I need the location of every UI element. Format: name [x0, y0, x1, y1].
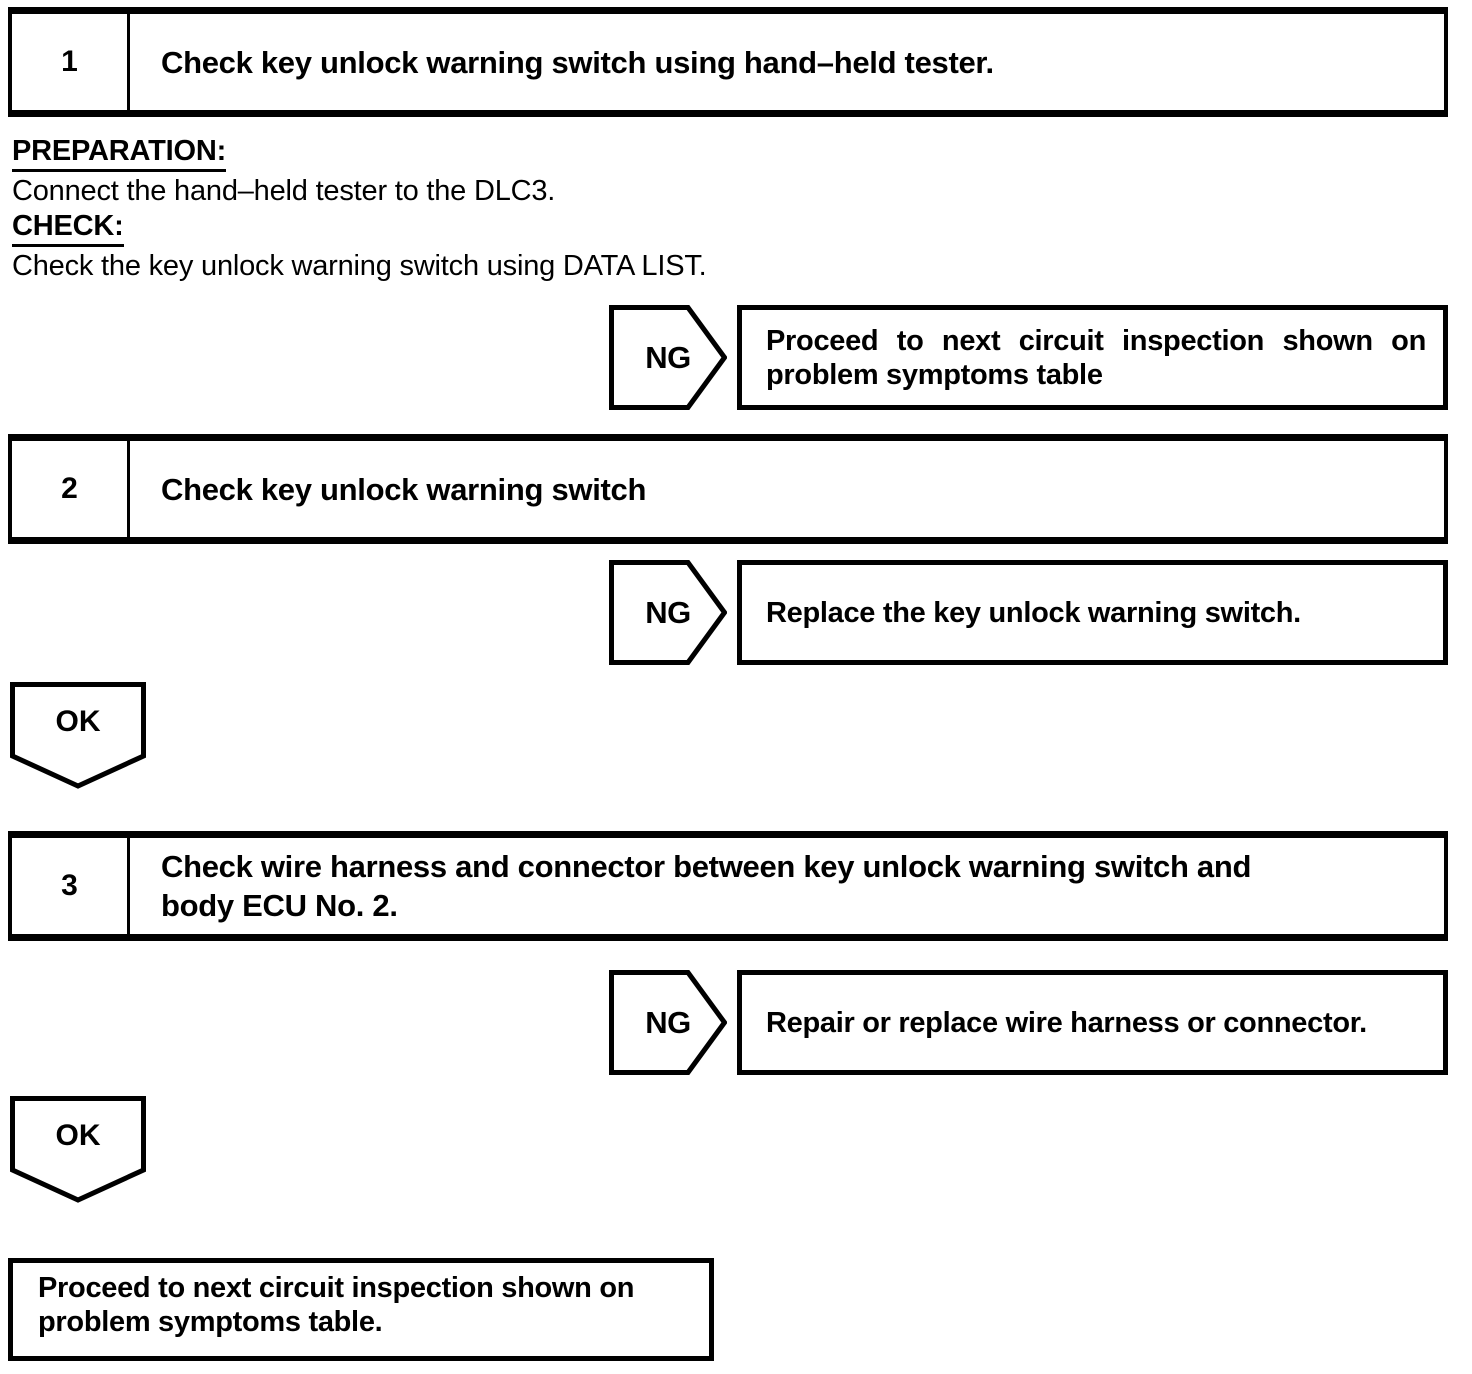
ng-action-box-3: Repair or replace wire harness or connec… — [737, 970, 1448, 1075]
check-label-text: CHECK: — [12, 211, 124, 247]
terminal-line-2: problem symptoms table. — [38, 1306, 383, 1338]
ok-connector-2: OK — [10, 1096, 146, 1203]
step-2-number: 2 — [12, 441, 130, 537]
step-1-title-line: Check key unlock warning switch using ha… — [161, 44, 994, 80]
ng-arrow-shape — [609, 305, 727, 410]
preparation-text: Connect the hand–held tester to the DLC3… — [12, 175, 556, 207]
ng-action-3-line-1: Repair or replace wire harness or connec… — [766, 1006, 1367, 1039]
ng-action-box-2: Replace the key unlock warning switch. — [737, 560, 1448, 665]
ng-badge-3-label: NG — [645, 1004, 691, 1040]
terminal-line-1: Proceed to next circuit inspection shown… — [38, 1272, 635, 1304]
ok-arrow-shape — [10, 682, 146, 789]
ng-badge-3: NG — [609, 970, 727, 1075]
step-1-title: Check key unlock warning switch using ha… — [130, 14, 1444, 110]
step-1-number: 1 — [12, 14, 130, 110]
procedure-instructions: PREPARATION: Connect the hand–held teste… — [12, 136, 707, 286]
terminal-box: Proceed to next circuit inspection shown… — [8, 1258, 714, 1361]
ok-connector-1: OK — [10, 682, 146, 789]
check-text: Check the key unlock warning switch usin… — [12, 250, 707, 282]
step-3-title-line-1: Check wire harness and connector between… — [161, 849, 1252, 884]
ng-badge-2-label: NG — [645, 594, 691, 630]
check-label: CHECK: — [12, 211, 707, 247]
ok-connector-2-label: OK — [55, 1119, 101, 1152]
ng-action-box-1: Proceed to next circuit inspection shown… — [737, 305, 1448, 410]
preparation-label-text: PREPARATION: — [12, 136, 226, 172]
step-2-box: 2 Check key unlock warning switch — [8, 434, 1448, 544]
preparation-label: PREPARATION: — [12, 136, 707, 172]
ng-action-1-line-1: Proceed to next circuit inspection shown… — [766, 324, 1426, 357]
step-3-title: Check wire harness and connector between… — [130, 838, 1444, 934]
step-3-title-line-2: body ECU No. 2. — [161, 888, 398, 923]
ng-arrow-shape — [609, 560, 727, 665]
ng-arrow-shape — [609, 970, 727, 1075]
step-2-title-line: Check key unlock warning switch — [161, 471, 647, 507]
ok-connector-1-label: OK — [55, 705, 101, 738]
step-2-title: Check key unlock warning switch — [130, 441, 1444, 537]
ng-action-2-line-1: Replace the key unlock warning switch. — [766, 596, 1301, 629]
ng-badge-2: NG — [609, 560, 727, 665]
ng-badge-1-label: NG — [645, 339, 691, 375]
ng-badge-1: NG — [609, 305, 727, 410]
ok-arrow-shape — [10, 1096, 146, 1203]
ng-action-1-line-2: problem symptoms table — [766, 358, 1103, 391]
step-3-box: 3 Check wire harness and connector betwe… — [8, 831, 1448, 941]
step-1-box: 1 Check key unlock warning switch using … — [8, 7, 1448, 117]
step-3-number: 3 — [12, 838, 130, 934]
